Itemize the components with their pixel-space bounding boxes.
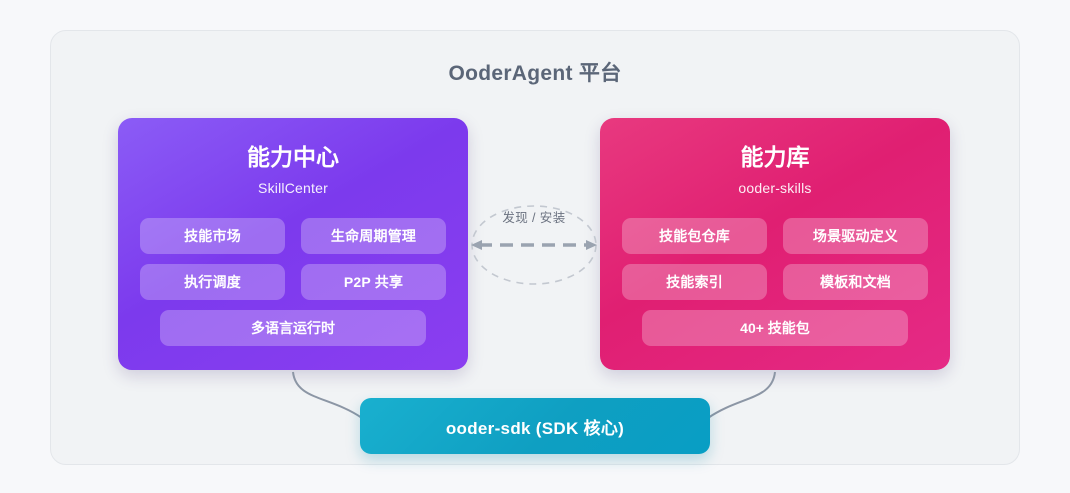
panel-skill-center-title: 能力中心 (247, 144, 339, 170)
panel-skill-library-subtitle: ooder-skills (738, 179, 812, 196)
panel-skill-library-title: 能力库 (740, 144, 810, 170)
chip-scenario-driven-definition[interactable]: 场景驱动定义 (783, 217, 928, 254)
panel-skill-center[interactable]: 能力中心 SkillCenter 技能市场 生命周期管理 执行调度 P2P 共享… (118, 118, 468, 370)
panel-skill-library[interactable]: 能力库 ooder-skills 技能包仓库 场景驱动定义 技能索引 模板和文档… (600, 118, 950, 370)
chip-skill-package-repo[interactable]: 技能包仓库 (622, 217, 767, 254)
chip-40-plus-skill-packages[interactable]: 40+ 技能包 (642, 309, 908, 346)
sdk-core-bar[interactable]: ooder-sdk (SDK 核心) (360, 398, 710, 454)
panel-skill-library-chip-grid: 技能包仓库 场景驱动定义 技能索引 模板和文档 (622, 217, 928, 300)
chip-multilang-runtime[interactable]: 多语言运行时 (160, 309, 426, 346)
page-title: OoderAgent 平台 (448, 62, 622, 85)
chip-execution-scheduling[interactable]: 执行调度 (140, 263, 285, 300)
chip-skill-market[interactable]: 技能市场 (140, 217, 285, 254)
chip-skill-index[interactable]: 技能索引 (622, 263, 767, 300)
chip-lifecycle-management[interactable]: 生命周期管理 (301, 217, 446, 254)
connector-label-discover-install: 发现 / 安装 (502, 211, 566, 225)
chip-p2p-sharing[interactable]: P2P 共享 (301, 263, 446, 300)
panel-skill-center-subtitle: SkillCenter (258, 179, 328, 196)
chip-templates-and-docs[interactable]: 模板和文档 (783, 263, 928, 300)
panel-skill-center-chip-grid: 技能市场 生命周期管理 执行调度 P2P 共享 (140, 217, 446, 300)
